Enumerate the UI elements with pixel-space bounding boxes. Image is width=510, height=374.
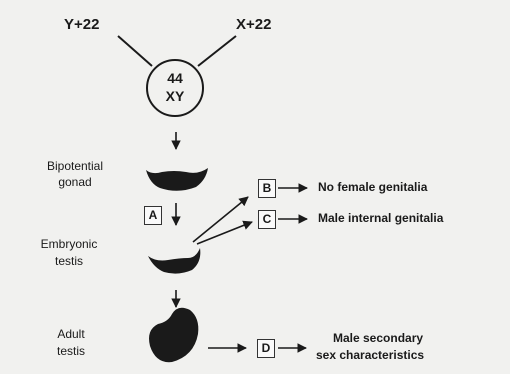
outcome-D-label-line2: sex characteristics bbox=[316, 348, 425, 362]
outcome-D-label-line1: Male secondary bbox=[333, 331, 424, 345]
box-C: C bbox=[258, 210, 276, 229]
outcome-C-label: Male internal genitalia bbox=[318, 211, 444, 225]
box-A: A bbox=[144, 206, 162, 225]
stage-adult-line1: Adult bbox=[57, 327, 85, 341]
zygote-circle bbox=[146, 59, 204, 117]
stage-embryonic-line1: Embryonic bbox=[40, 237, 98, 251]
outcome-B-label: No female genitalia bbox=[318, 180, 428, 194]
adult-testis-shape bbox=[149, 307, 199, 363]
arrow-to-B bbox=[192, 196, 249, 243]
bipotential-gonad-shape bbox=[146, 168, 208, 191]
zygote-autosomes: 44 bbox=[167, 70, 183, 86]
zygote-sex-chromosomes: XY bbox=[165, 88, 185, 104]
parent-line-right bbox=[197, 35, 237, 67]
stage-bipotential-line2: gonad bbox=[58, 175, 92, 189]
stage-adult-line2: testis bbox=[56, 344, 85, 358]
parent-y: Y+22 bbox=[64, 16, 100, 33]
box-D: D bbox=[257, 339, 275, 358]
box-B: B bbox=[258, 179, 276, 198]
stage-bipotential-line1: Bipotential bbox=[46, 159, 104, 173]
parent-line-left bbox=[117, 35, 153, 67]
arrow-to-C bbox=[196, 220, 253, 245]
parent-x: X+22 bbox=[236, 16, 272, 33]
stage-embryonic-line2: testis bbox=[54, 254, 83, 268]
embryonic-testis-shape bbox=[148, 248, 201, 274]
